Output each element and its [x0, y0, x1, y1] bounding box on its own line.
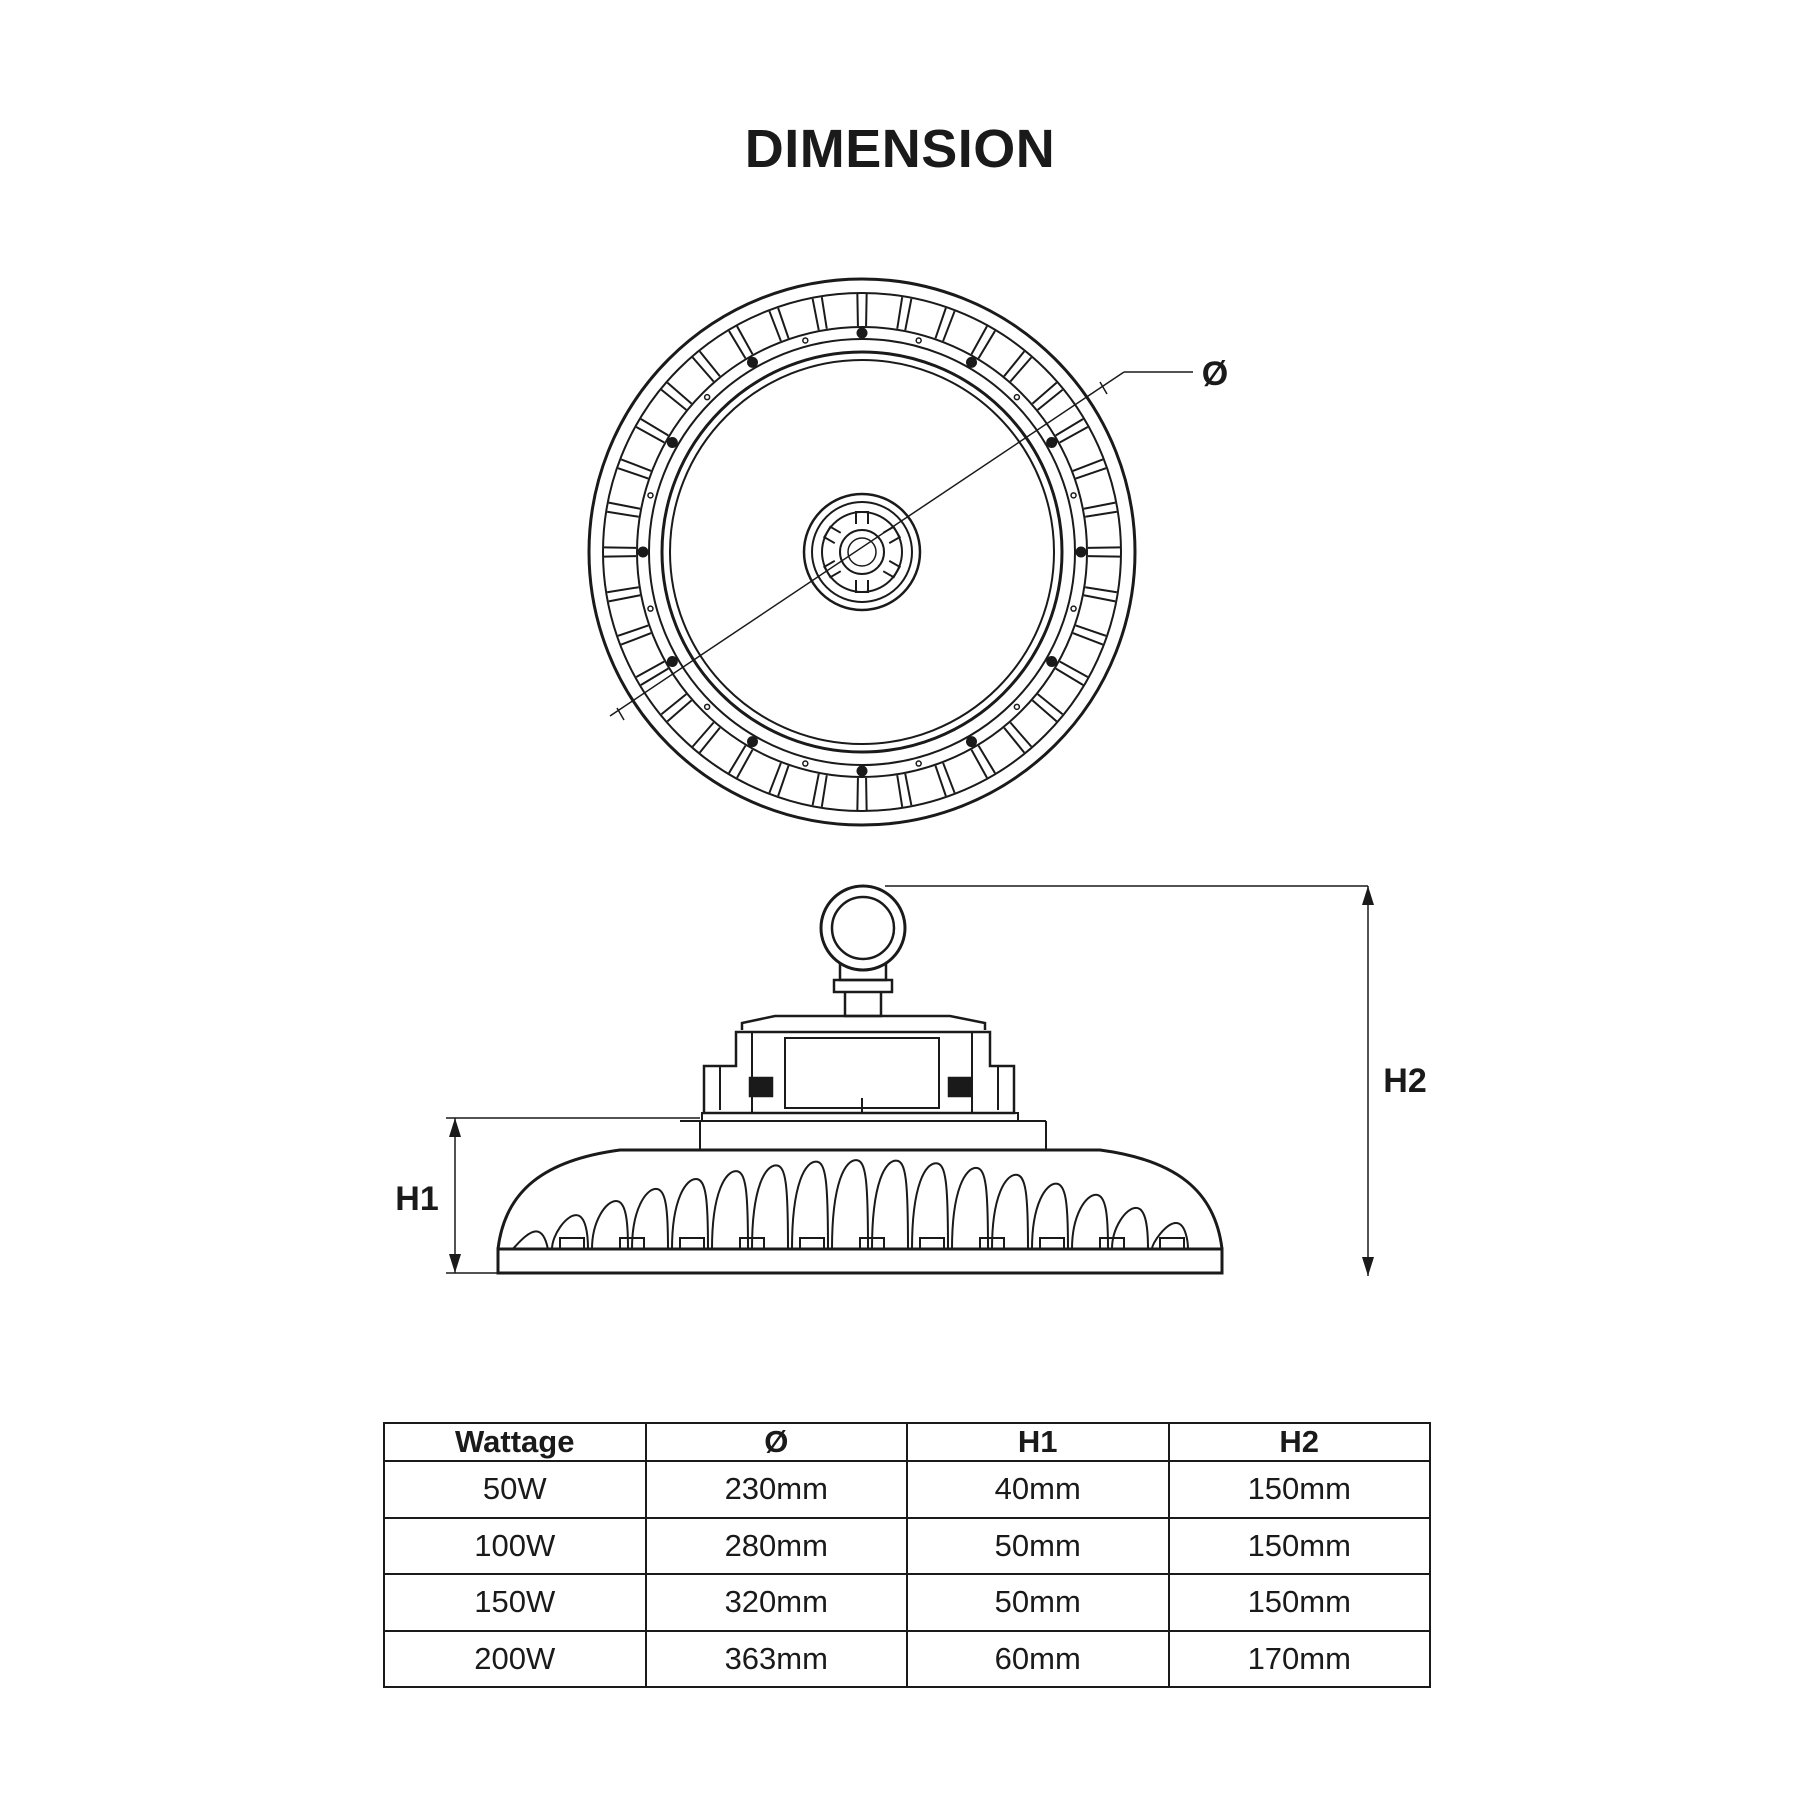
h1-label: H1 — [395, 1180, 438, 1218]
cell-wattage: 100W — [383, 1516, 647, 1575]
cell-h2: 150mm — [1167, 1516, 1431, 1575]
eye-bolt-hole — [830, 895, 896, 961]
table-row: 150W 320mm 50mm 150mm — [383, 1573, 1431, 1632]
eye-bolt-ring — [819, 884, 907, 972]
hub-outer — [802, 492, 922, 612]
hub-inner — [821, 511, 903, 593]
page-title: DIMENSION — [744, 119, 1056, 179]
h2-dimension — [885, 885, 1374, 1276]
side-view — [496, 884, 1224, 1275]
hub-notches — [822, 511, 902, 593]
cell-h2: 150mm — [1167, 1573, 1431, 1632]
cell-h1: 40mm — [906, 1460, 1170, 1519]
top-view — [587, 277, 1193, 827]
cable-gland-right — [947, 1076, 973, 1098]
header-wattage: Wattage — [383, 1422, 647, 1462]
heatsink-dome — [496, 1148, 1224, 1250]
lens-outer — [660, 350, 1064, 754]
cell-h1: 60mm — [906, 1629, 1170, 1688]
table-row: 200W 363mm 60mm 170mm — [383, 1629, 1431, 1688]
cell-diameter: 230mm — [644, 1460, 908, 1519]
cable-gland-left — [748, 1076, 774, 1098]
header-h1: H1 — [906, 1422, 1170, 1462]
rim-bolts — [637, 327, 1087, 777]
eye-bolt-nut — [832, 978, 894, 994]
cell-h2: 170mm — [1167, 1629, 1431, 1688]
table-header-row: Wattage Ø H1 H2 — [383, 1422, 1431, 1462]
outer-rim — [587, 277, 1137, 827]
cell-wattage: 200W — [383, 1629, 647, 1688]
dimension-table: Wattage Ø H1 H2 50W 230mm 40mm 150mm 100… — [383, 1422, 1431, 1688]
bolt-ring — [648, 338, 1076, 766]
cell-diameter: 280mm — [644, 1516, 908, 1575]
driver-housing — [702, 1030, 1016, 1115]
hub-core — [847, 537, 877, 567]
fin-ring-inner — [636, 326, 1088, 778]
hub-center — [839, 529, 885, 575]
cell-diameter: 363mm — [644, 1629, 908, 1688]
cell-wattage: 150W — [383, 1573, 647, 1632]
diameter-label: Ø — [1202, 355, 1228, 393]
cell-diameter: 320mm — [644, 1573, 908, 1632]
header-diameter: Ø — [644, 1422, 908, 1462]
cell-wattage: 50W — [383, 1460, 647, 1519]
cell-h2: 150mm — [1167, 1460, 1431, 1519]
h2-label: H2 — [1383, 1062, 1426, 1100]
base-plate — [496, 1247, 1224, 1275]
heatsink-fins — [604, 294, 1120, 810]
cell-h1: 50mm — [906, 1573, 1170, 1632]
fin-ring-outer — [602, 292, 1122, 812]
rim-dots — [647, 337, 1077, 767]
heatsink-fins-side — [511, 1159, 1189, 1251]
hub-ring — [811, 501, 913, 603]
cell-h1: 50mm — [906, 1516, 1170, 1575]
diameter-line — [609, 371, 1125, 717]
h1-dimension — [446, 1117, 700, 1274]
header-h2: H2 — [1167, 1422, 1431, 1462]
table-row: 100W 280mm 50mm 150mm — [383, 1516, 1431, 1575]
table-row: 50W 230mm 40mm 150mm — [383, 1460, 1431, 1519]
lens-inner — [669, 359, 1055, 745]
